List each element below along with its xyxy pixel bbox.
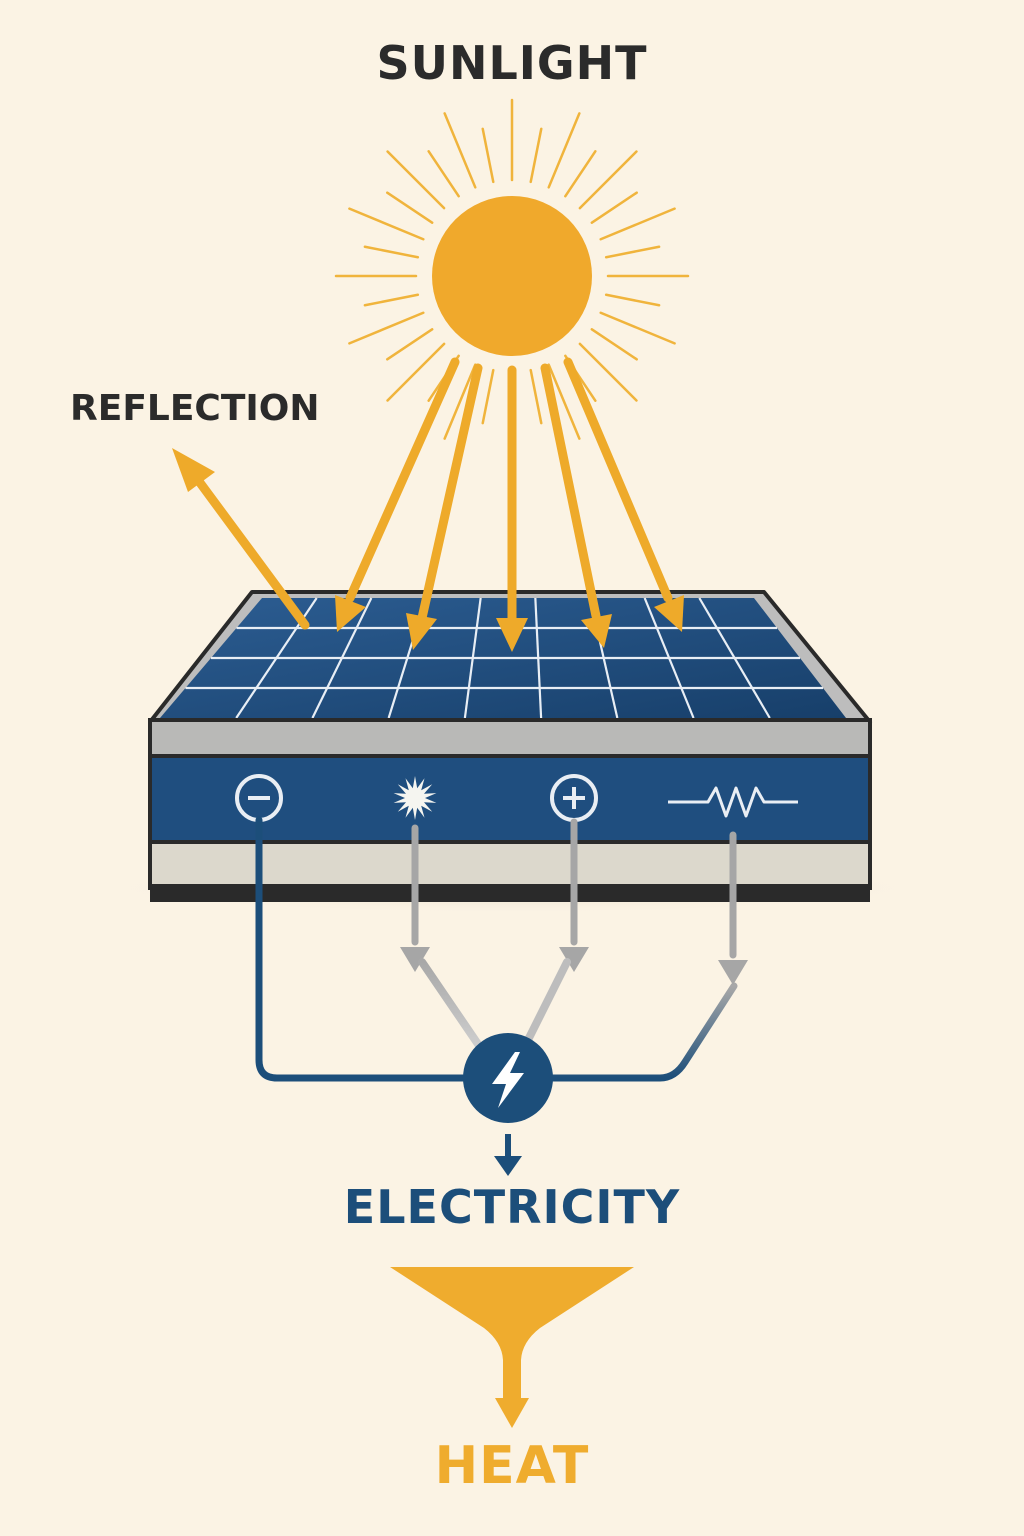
sun-ray [590,191,638,224]
sun-ray [348,311,425,345]
heat-label: HEAT [434,1436,590,1496]
sun-ray [604,293,661,307]
sun-disc [432,196,592,356]
sun-ray [599,311,676,345]
sun-ray [599,207,676,241]
sun-ray [348,207,425,241]
wire-starburst-arrowhead [400,947,430,972]
panel-top-band [148,718,872,758]
wiring [255,816,748,1082]
ray-arrow-5-head [654,595,684,632]
lightning-bolt-icon [463,1033,553,1123]
sun-ray [386,342,446,402]
sun-ray [604,245,661,259]
sun-ray [590,328,638,361]
panel-base-edge [150,884,870,902]
funnel-icon [390,1267,634,1428]
incoming-rays [335,357,684,652]
wire-positive-diag [524,958,571,1044]
ray-arrow-5 [563,357,673,603]
sun-ray [564,150,597,198]
ray-arrow-2-head [406,613,437,650]
sun-ray [386,191,434,224]
sun-ray [547,363,581,440]
ray-arrow-4-head [581,614,612,648]
sun-ray [363,293,420,307]
sun-ray [547,112,581,189]
reflection-label: REFLECTION [70,388,320,429]
ray-arrow-1-head [335,595,366,632]
electricity-arrow [494,1134,522,1176]
sun-ray [529,127,543,184]
reflection-arrow [172,448,310,630]
panel-grid-col [311,597,373,719]
electricity-label: ELECTRICITY [343,1180,681,1234]
panel-grid-col [698,597,771,719]
sun-ray [443,363,477,440]
sun-ray [386,328,434,361]
sun-ray [386,150,446,210]
wire-right [546,982,738,1082]
sun-ray [578,342,638,402]
sun-ray [578,150,638,210]
wire-starburst-diag [418,958,486,1054]
panel-grid-col [534,597,543,719]
sun-ray [481,368,495,425]
wire-negative [255,816,474,1082]
sun-ray [529,368,543,425]
ray-arrow-3-head [496,618,528,652]
sun-ray [481,127,495,184]
ray-arrow-4 [540,363,601,621]
starburst-icon [393,776,437,820]
wire-positive-arrowhead [559,947,589,972]
ray-arrow-2 [417,363,483,623]
ray-arrow-1 [345,357,460,603]
resistor-icon [668,786,798,818]
panel-grid-col [463,597,482,719]
wire-right-arrowhead [718,960,748,985]
sun-ray [363,245,420,259]
panel-grid-col [643,597,695,719]
sunlight-label: SUNLIGHT [376,36,648,90]
solar-panel [148,590,872,902]
sun-ray [443,112,477,189]
sun-ray [427,150,460,198]
panel-bottom-band [148,840,872,890]
